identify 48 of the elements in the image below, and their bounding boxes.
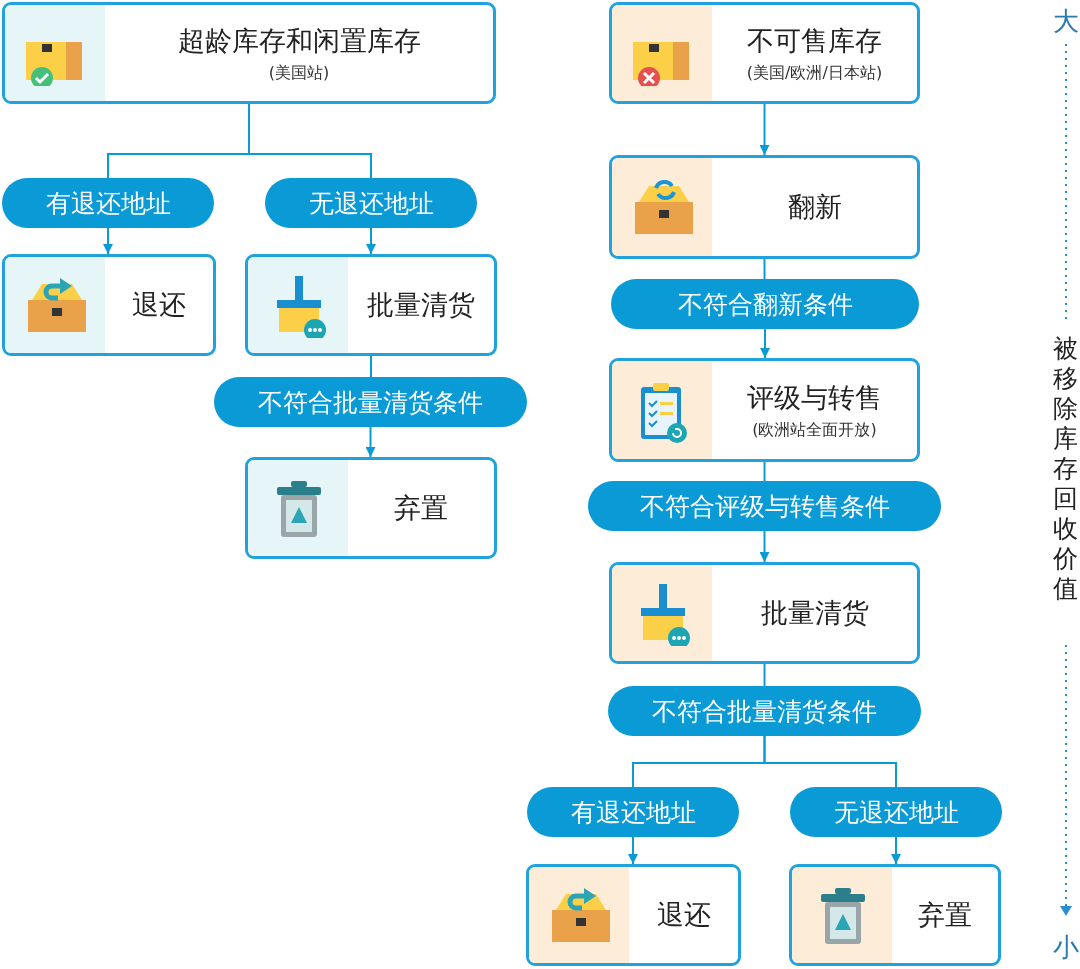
process-box bbox=[609, 562, 920, 664]
condition-pill: 无退还地址 bbox=[790, 787, 1002, 837]
process-box bbox=[789, 864, 1001, 966]
connector-line bbox=[891, 836, 901, 865]
connector-line bbox=[103, 227, 113, 255]
process-box bbox=[2, 2, 496, 104]
process-box bbox=[526, 864, 741, 966]
scale-label: 小 bbox=[1053, 931, 1079, 964]
process-box bbox=[2, 254, 216, 356]
box-title: 退还 bbox=[132, 288, 186, 322]
box-title: 弃置 bbox=[394, 491, 448, 525]
condition-pill: 不符合翻新条件 bbox=[611, 279, 919, 329]
condition-pill: 不符合批量清货条件 bbox=[608, 686, 921, 736]
process-box bbox=[245, 457, 497, 559]
condition-pill: 不符合评级与转售条件 bbox=[588, 481, 941, 531]
connector-line bbox=[763, 258, 766, 280]
condition-pill: 不符合批量清货条件 bbox=[214, 377, 527, 427]
connector-line bbox=[628, 836, 638, 865]
axis-title: 被移除库存回收价值 bbox=[1053, 334, 1078, 604]
condition-pill: 有退还地址 bbox=[2, 178, 214, 228]
box-subtitle: (欧洲站全面开放) bbox=[752, 419, 877, 441]
connector-line bbox=[365, 426, 376, 458]
process-box bbox=[609, 358, 920, 462]
process-box bbox=[609, 2, 920, 104]
connector-line bbox=[763, 461, 766, 482]
connector-line bbox=[759, 103, 770, 156]
connector-line bbox=[759, 530, 770, 563]
connector-line bbox=[248, 103, 372, 179]
box-title: 评级与转售 bbox=[747, 380, 882, 415]
connector-line bbox=[366, 227, 376, 255]
box-title: 不可售库存 bbox=[747, 23, 882, 58]
box-title: 退还 bbox=[656, 898, 711, 932]
box-title: 弃置 bbox=[918, 898, 972, 932]
connector-line bbox=[370, 355, 372, 378]
connector-line bbox=[760, 328, 770, 359]
box-title: 翻新 bbox=[787, 190, 842, 224]
connector-line bbox=[763, 663, 766, 687]
process-box bbox=[609, 155, 920, 259]
box-title: 批量清货 bbox=[367, 288, 475, 322]
connector-line bbox=[763, 735, 897, 788]
condition-pill: 无退还地址 bbox=[265, 178, 477, 228]
box-title: 超龄库存和闲置库存 bbox=[177, 23, 421, 58]
box-subtitle: (美国/欧洲/日本站) bbox=[746, 62, 883, 84]
box-title: 批量清货 bbox=[760, 596, 869, 630]
process-box bbox=[245, 254, 497, 356]
condition-pill: 有退还地址 bbox=[527, 787, 739, 837]
scale-label: 大 bbox=[1053, 5, 1079, 38]
box-subtitle: (美国站) bbox=[268, 62, 330, 84]
